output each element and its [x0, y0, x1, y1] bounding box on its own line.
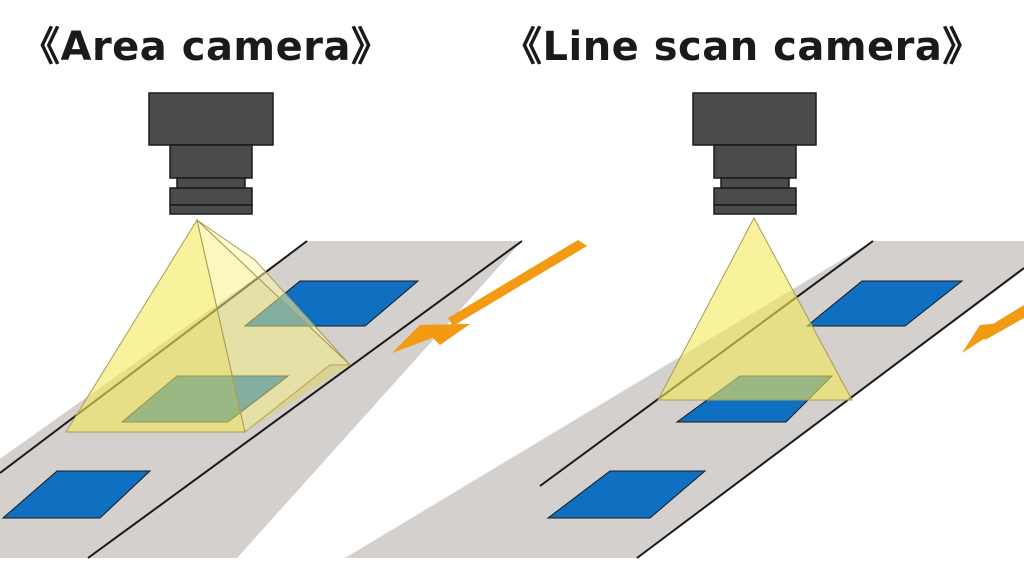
line-scan-camera-panel [345, 92, 1024, 559]
camera-icon [148, 92, 274, 215]
object [546, 470, 707, 519]
belt-edge [636, 267, 1024, 559]
area-camera-title: 《Area camera》 [20, 24, 392, 70]
object [805, 280, 964, 327]
belt-edge [87, 240, 523, 559]
field-of-view-right [196, 218, 352, 433]
area-camera-panel [0, 92, 587, 559]
field-of-view-line [657, 216, 853, 401]
conveyor-direction-arrow-icon [962, 305, 1024, 353]
camera-icon [692, 92, 817, 215]
line-scan-camera-title: 《Line scan camera》 [502, 24, 983, 70]
object [1, 470, 152, 519]
conveyor-direction-arrow-icon [392, 240, 587, 353]
field-of-view-base [66, 365, 350, 432]
